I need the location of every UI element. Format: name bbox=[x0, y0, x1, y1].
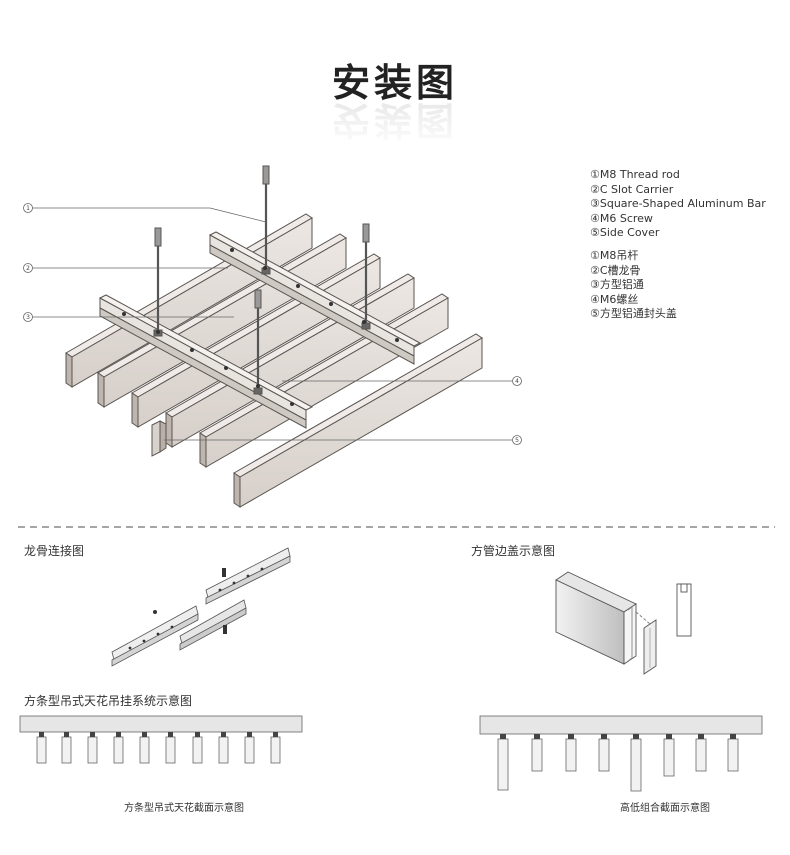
legend-en-2: ②C Slot Carrier bbox=[590, 182, 674, 196]
callout-4: 4 bbox=[515, 378, 519, 385]
side-cover bbox=[151, 420, 167, 457]
section-label-keel-connection: 龙骨连接图 bbox=[24, 544, 85, 558]
thread-rod bbox=[361, 223, 371, 330]
section-bars bbox=[36, 736, 281, 764]
section-label-suspension-system: 方条型吊式天花吊挂系统示意图 bbox=[24, 694, 193, 708]
side-cover bbox=[643, 619, 657, 675]
legend-en-1: ①M8 Thread rod bbox=[590, 168, 680, 181]
isometric-assembly bbox=[65, 165, 483, 508]
aluminum-bar bbox=[233, 333, 483, 508]
page-title: 安装图 bbox=[331, 61, 458, 105]
callout-lines bbox=[32, 207, 512, 441]
side-cover-profile bbox=[676, 583, 692, 637]
thread-rod bbox=[253, 289, 263, 395]
ceiling-slab bbox=[19, 715, 303, 733]
ceiling-slab bbox=[479, 715, 763, 735]
c-slot-carrier bbox=[205, 547, 291, 605]
legend-en-3: ③Square-Shaped Aluminum Bar bbox=[590, 197, 766, 211]
legend-cn-5: ⑤方型铝通封头盖 bbox=[590, 307, 677, 321]
legend-en-4: ④M6 Screw bbox=[590, 211, 653, 225]
square-aluminum-bar bbox=[555, 571, 637, 665]
caption-flat-section: 方条型吊式天花截面示意图 bbox=[124, 803, 244, 814]
legend-en-5: ⑤Side Cover bbox=[590, 226, 660, 240]
legend-cn-2: ②C槽龙骨 bbox=[590, 263, 641, 277]
m6-screw bbox=[122, 248, 399, 406]
callout-markers bbox=[23, 203, 522, 445]
section-label-side-cover: 方管边盖示意图 bbox=[471, 544, 556, 558]
hanger-clips bbox=[39, 732, 278, 737]
flat-section-drawing bbox=[19, 715, 303, 764]
keel-connection-drawing bbox=[111, 547, 291, 667]
callout-1: 1 bbox=[26, 205, 30, 212]
connector-plate bbox=[179, 599, 247, 651]
legend-cn-3: ③方型铝通 bbox=[590, 278, 644, 292]
hanger-clips bbox=[500, 734, 736, 739]
thread-rod bbox=[261, 165, 271, 275]
callout-2: 2 bbox=[26, 265, 30, 272]
section-bars bbox=[497, 738, 739, 792]
mixed-section-drawing bbox=[479, 715, 763, 792]
callout-5: 5 bbox=[515, 437, 519, 444]
legend-cn-1: ①M8吊杆 bbox=[590, 248, 639, 262]
component-legend: ①M8 Thread rod ②C Slot Carrier ③Square-S… bbox=[590, 168, 766, 322]
m6-screw bbox=[128, 567, 264, 650]
legend-cn-4: ④M6螺丝 bbox=[590, 292, 639, 306]
caption-mixed-section: 高低组合截面示意图 bbox=[620, 803, 710, 814]
callout-3: 3 bbox=[26, 314, 30, 321]
side-cover-drawing bbox=[555, 571, 692, 675]
c-slot-carrier bbox=[111, 605, 199, 667]
